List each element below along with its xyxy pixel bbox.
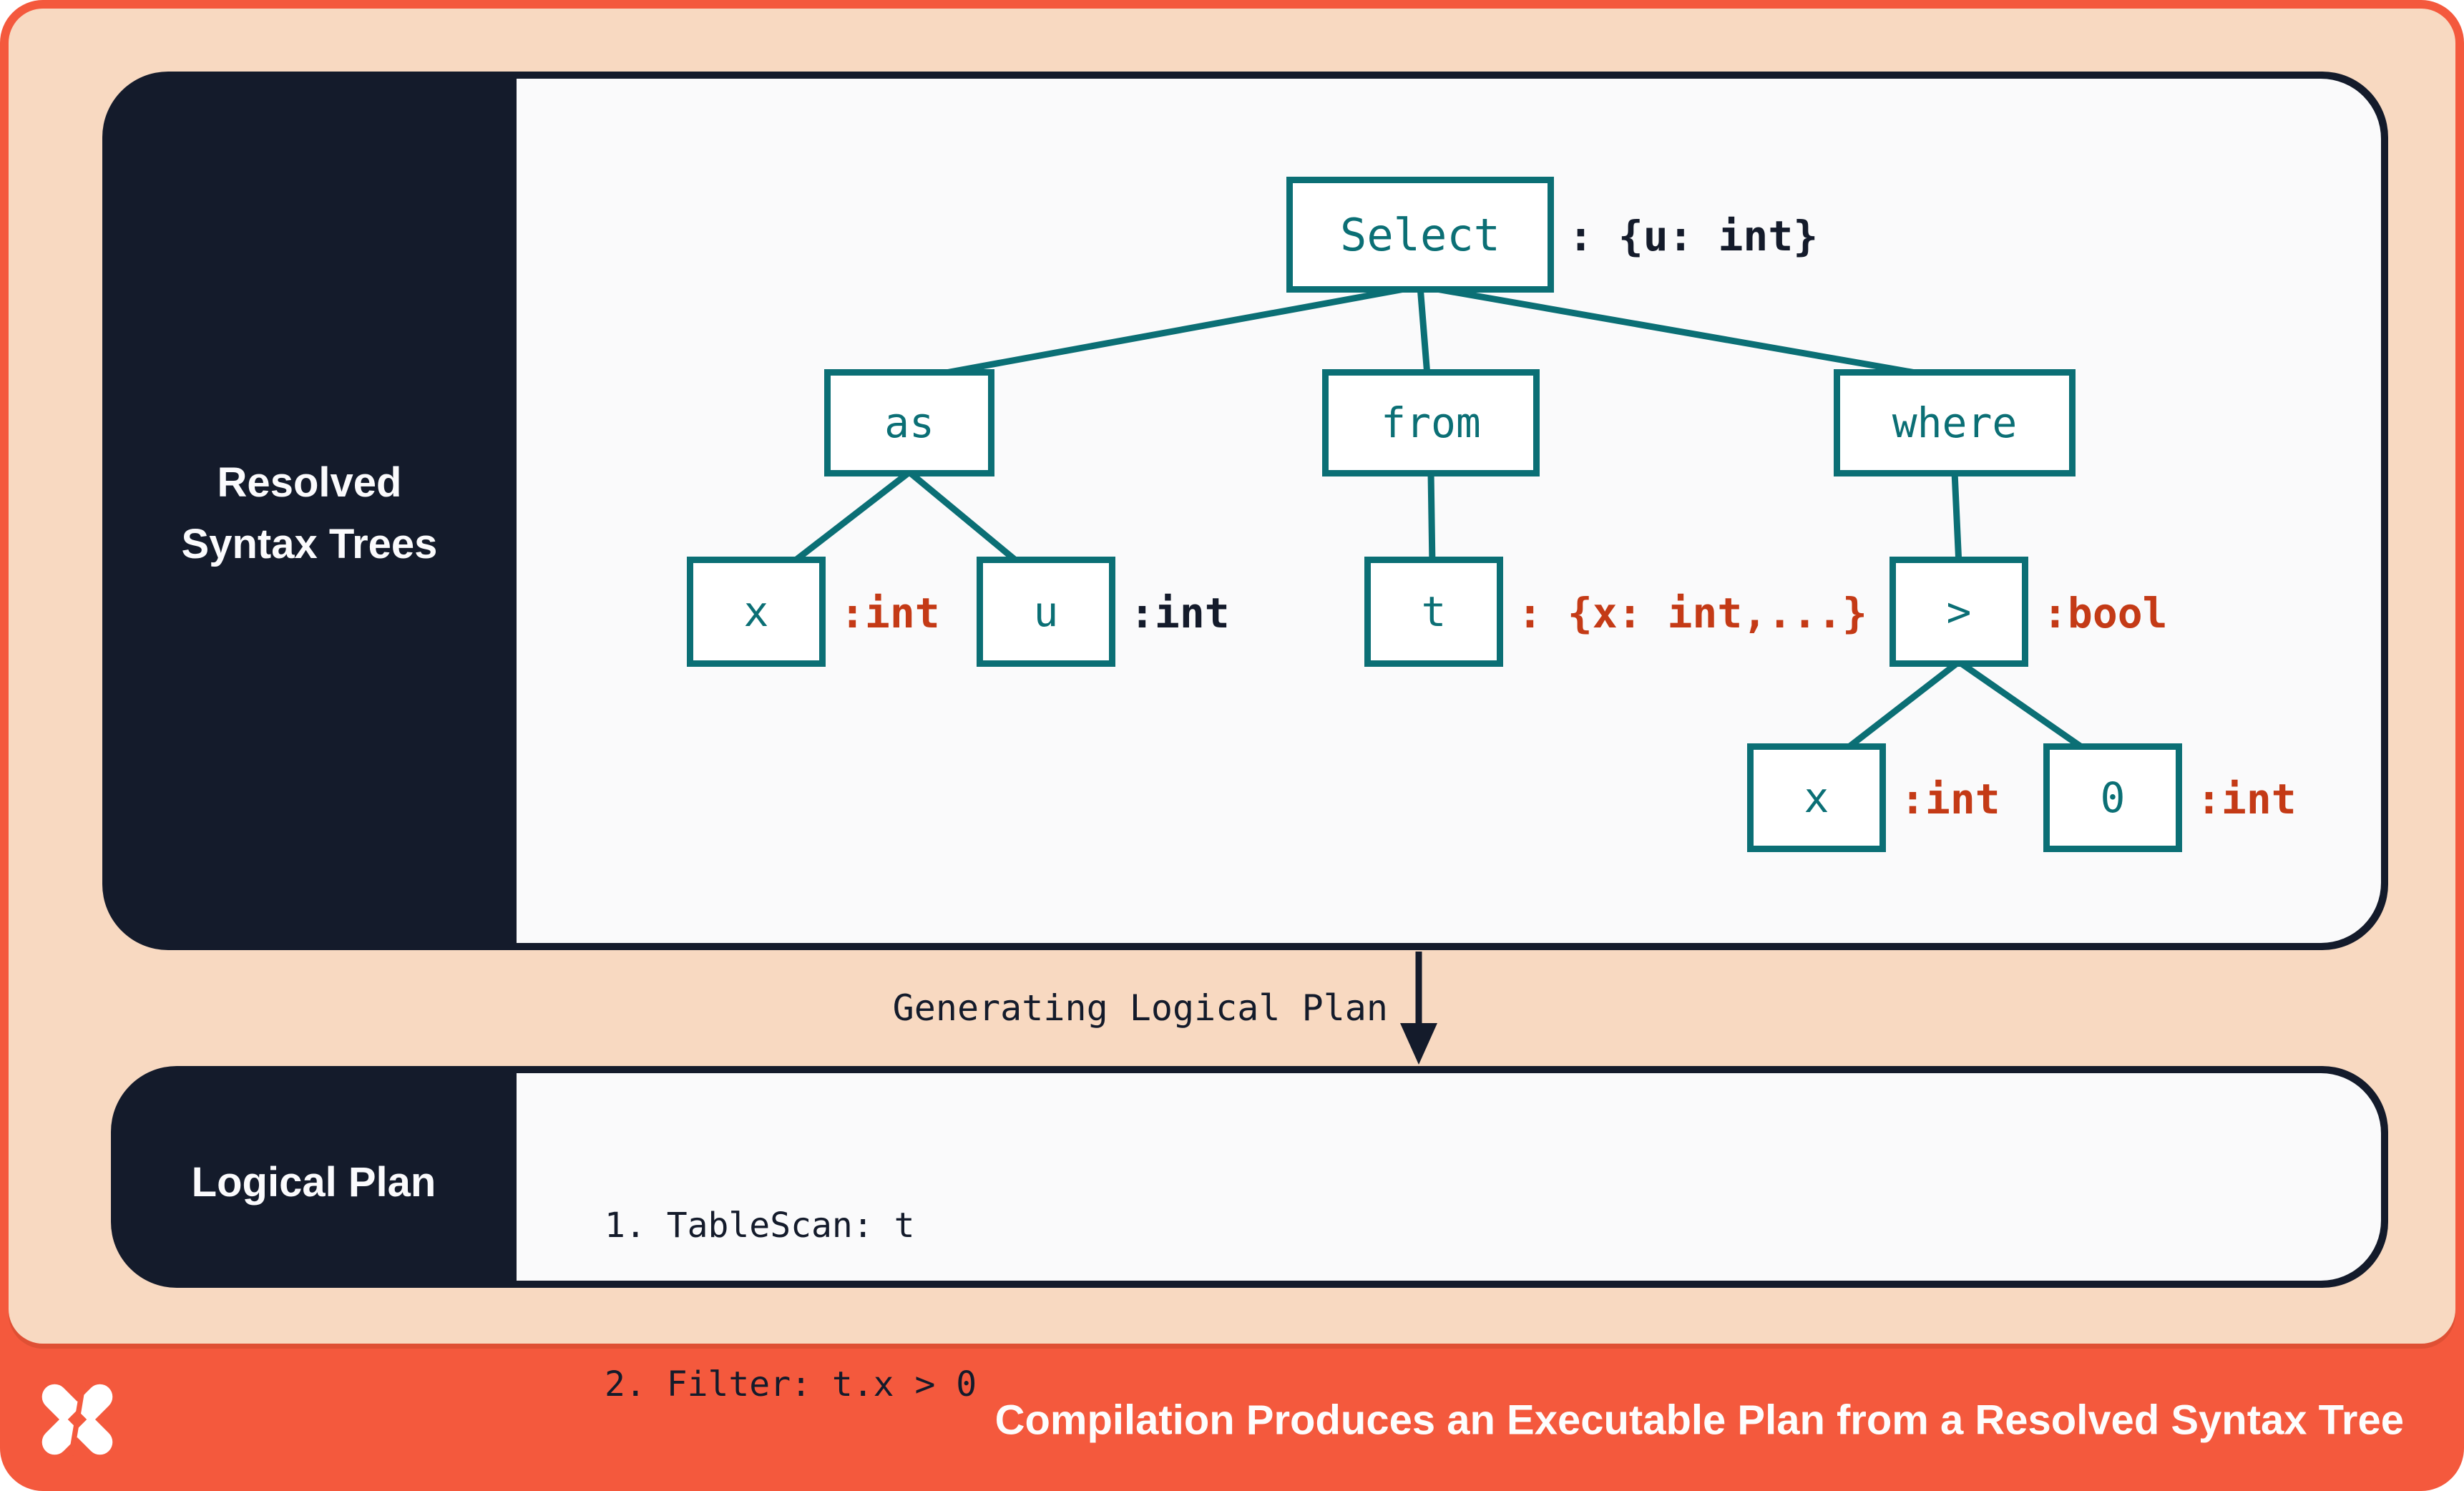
logical-plan-steps: 1. TableScan: t 2. Filter: t.x > 0 3. Pr…	[605, 1093, 1080, 1491]
tree-node-where: where	[1834, 369, 2076, 476]
syntax-panel-title-line2: Syntax Trees	[181, 521, 438, 567]
tree-node-t-table: t	[1364, 557, 1503, 667]
tree-node-u-alias: u	[977, 557, 1115, 667]
footer-caption: Compilation Produces an Executable Plan …	[994, 1397, 2404, 1444]
tree-node-greater-than: >	[1889, 557, 2028, 667]
node-label: x	[743, 587, 769, 636]
logical-plan-canvas	[517, 1073, 2381, 1281]
node-label: u	[1033, 587, 1059, 636]
node-label: Select	[1340, 208, 1500, 261]
tree-node-as: as	[824, 369, 994, 476]
syntax-panel-title: Resolved Syntax Trees	[102, 452, 517, 575]
node-label: where	[1892, 399, 2018, 447]
node-label: from	[1381, 399, 1481, 447]
node-annotation-greater-than-type: :bool	[2043, 589, 2168, 637]
tree-node-x-alias: x	[687, 557, 826, 667]
node-annotation-t-table-type: : {x: int,...}	[1517, 589, 1867, 637]
tree-node-select: Select	[1286, 177, 1554, 293]
tree-node-x-operand: x	[1747, 743, 1886, 852]
tree-node-from: from	[1322, 369, 1540, 476]
transition-label: Generating Logical Plan	[892, 987, 1388, 1029]
node-label: t	[1421, 587, 1447, 636]
node-annotation-zero-operand-type: :int	[2196, 775, 2297, 823]
logical-plan-step-1: 1. TableScan: t	[605, 1206, 915, 1246]
tree-node-zero-operand: 0	[2043, 743, 2182, 852]
node-label: 0	[2100, 773, 2126, 822]
logical-panel-title: Logical Plan	[191, 1159, 436, 1206]
logical-plan-panel	[111, 1066, 2388, 1288]
node-annotation-select-type: : {u: int}	[1568, 212, 1819, 260]
syntax-panel-title-line1: Resolved	[217, 459, 402, 506]
node-annotation-x-operand-type: :int	[1900, 775, 2000, 823]
logical-plan-step-2: 2. Filter: t.x > 0	[605, 1364, 977, 1404]
dolt-logo-icon	[41, 1383, 113, 1456]
node-label: x	[1804, 773, 1829, 822]
node-annotation-x-alias-type: :int	[840, 589, 940, 637]
node-label: >	[1946, 587, 1972, 636]
node-annotation-u-alias-type: :int	[1130, 589, 1230, 637]
node-label: as	[884, 399, 934, 447]
